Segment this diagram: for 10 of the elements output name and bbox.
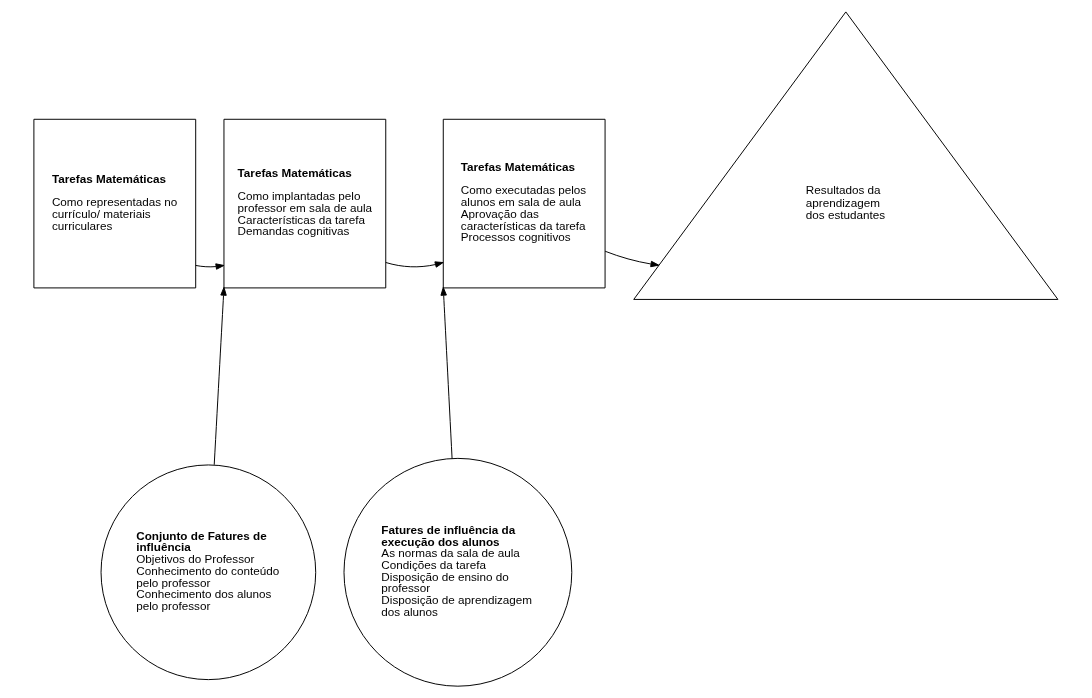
node-box: Tarefas Matemáticas Como representadas no currículo/ materiais curriculares	[33, 118, 197, 289]
node-circle: Conjunto de Fatures de influência Objetivos do Professor Conhecimento do conteúdo pelo professor Conhecimento dos alunos pelo professor	[100, 464, 317, 681]
arrow	[440, 286, 453, 460]
node-box: Tarefas Matemáticas Como implantadas pelo professor em sala de aula Características da tarefa Demandas cognitivas	[223, 118, 387, 289]
arrow	[604, 250, 660, 268]
node-circle: Fatures de influência da execução dos alunos As normas da sala de aula Condições da tarefa Disposição de ensino do professor Disposição de aprendizagem dos alunos	[343, 457, 573, 687]
arrow	[195, 263, 225, 270]
arrow	[213, 286, 227, 466]
arrow	[385, 261, 444, 268]
node-box: Tarefas Matemáticas Como executadas pelos alunos em sala de aula Aprovação das características da tarefa Processos cognitivos	[442, 118, 606, 289]
